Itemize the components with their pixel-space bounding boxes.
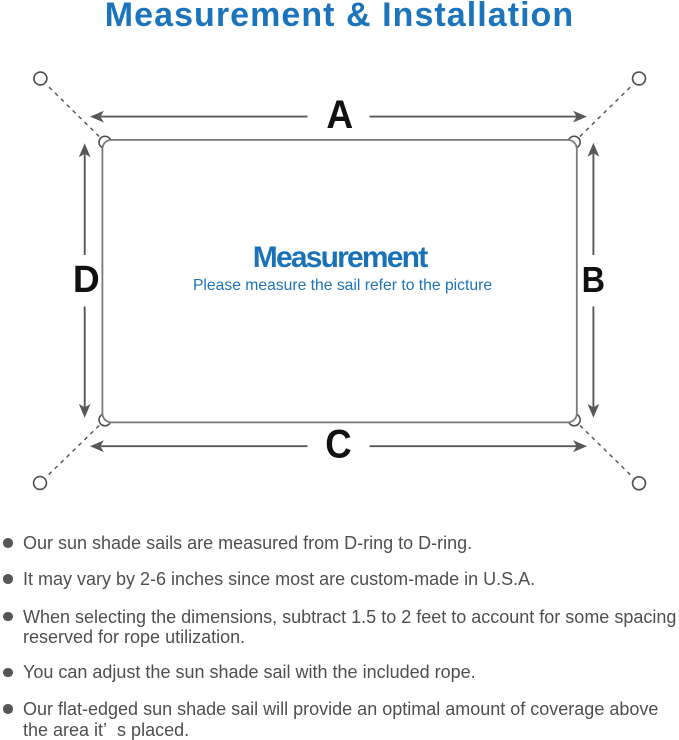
svg-text:C: C xyxy=(325,423,351,467)
svg-text:D: D xyxy=(73,258,100,300)
svg-text:A: A xyxy=(326,93,353,137)
svg-text:B: B xyxy=(582,259,605,300)
